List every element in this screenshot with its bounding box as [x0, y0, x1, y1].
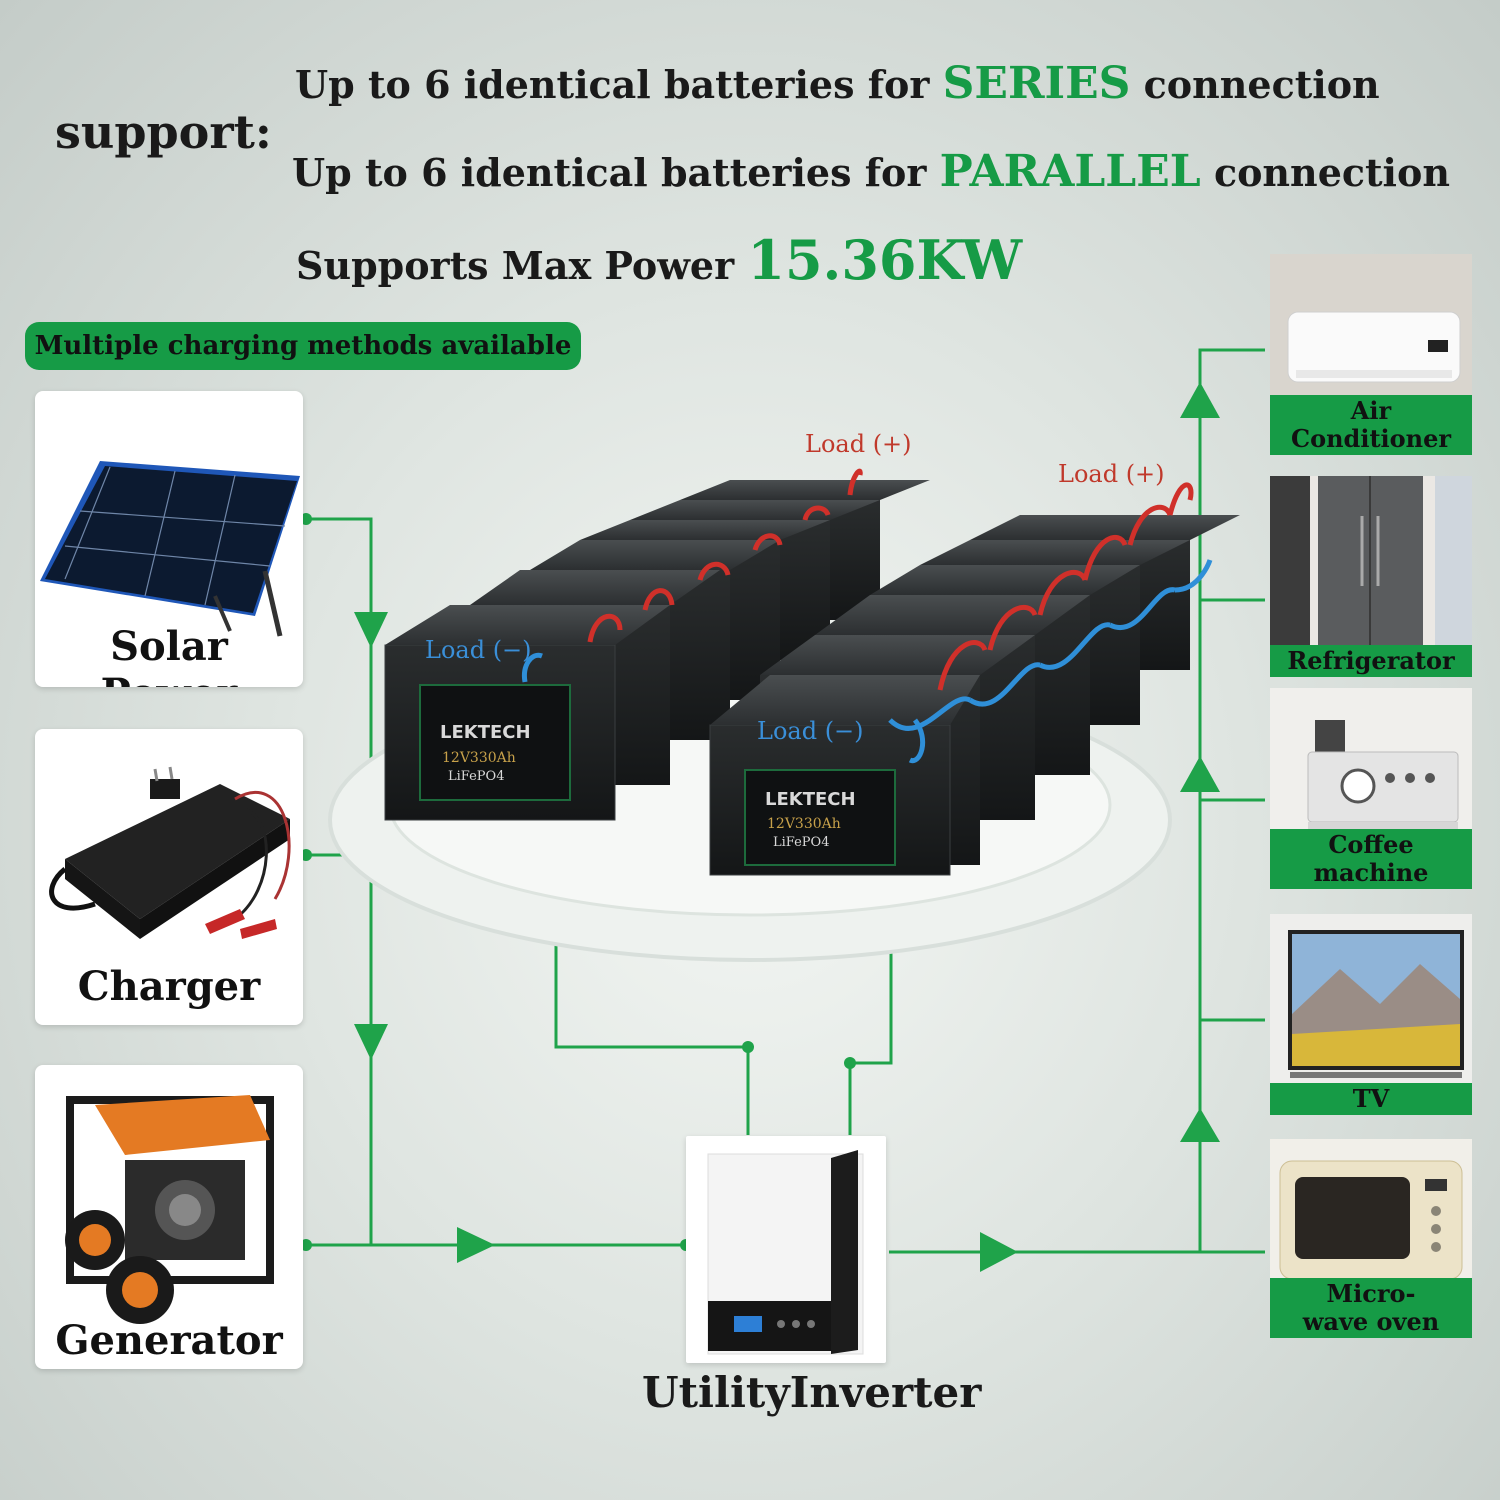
- max-power-prefix: Supports Max Power: [296, 243, 748, 288]
- right-arrow-icon: [980, 1232, 1018, 1272]
- series-load-positive-label: Load (+): [805, 430, 912, 458]
- parallel-battery-bank: LEKTECH 12V330Ah LiFePO4: [709, 482, 1240, 876]
- inverter-icon: [707, 1150, 864, 1355]
- microwave-card: Micro-wave oven: [1270, 1139, 1472, 1338]
- series-battery-brand: LEKTECH: [440, 722, 531, 743]
- down-arrow-icon: [354, 1024, 388, 1060]
- microwave-label: Micro-wave oven: [1270, 1278, 1472, 1338]
- parallel-battery-brand: LEKTECH: [765, 789, 856, 810]
- series-support-line: Up to 6 identical batteries for SERIES c…: [295, 58, 1380, 109]
- refrigerator-icon: [1270, 476, 1472, 677]
- parallel-battery-rating: 12V330Ah: [767, 816, 841, 832]
- support-label: support:: [55, 105, 272, 159]
- max-power-value: 15.36KW: [747, 228, 1023, 292]
- inverter-node-b: [844, 1057, 856, 1069]
- refrigerator-card: Refrigerator: [1270, 476, 1472, 677]
- right-arrow-icon: [457, 1227, 495, 1263]
- solar-power-label: Solar Power: [101, 623, 238, 687]
- inverter-node-a: [742, 1041, 754, 1053]
- refrigerator-label: Refrigerator: [1270, 645, 1472, 677]
- series-prefix: Up to 6 identical batteries for: [295, 62, 943, 107]
- air-conditioner-card: Air Conditioner: [1270, 254, 1472, 455]
- generator-node: [300, 1239, 312, 1251]
- up-arrow-icon: [1180, 1108, 1220, 1142]
- parallel-load-negative-label: Load (−): [757, 717, 864, 745]
- series-to-inverter-line: [554, 847, 750, 1135]
- solar-panel-icon: [40, 461, 300, 637]
- charger-card: Charger: [35, 729, 303, 1025]
- series-suffix: connection: [1130, 62, 1380, 107]
- utility-inverter-unit: [686, 1136, 886, 1363]
- battery-bank-illustration: LEKTECH 12V330Ah LiFePO4: [328, 468, 1240, 962]
- parallel-to-inverter-line: [848, 890, 893, 1135]
- generator-label: Generator: [55, 1317, 283, 1364]
- parallel-support-line: Up to 6 identical batteries for PARALLEL…: [292, 146, 1450, 197]
- series-battery-bank: LEKTECH 12V330Ah LiFePO4: [384, 468, 930, 821]
- series-battery-rating: 12V330Ah: [442, 750, 516, 766]
- tv-label: TV: [1270, 1083, 1472, 1115]
- series-battery-chemistry: LiFePO4: [448, 769, 504, 784]
- down-arrow-icon: [354, 612, 388, 648]
- air-conditioner-label: Air Conditioner: [1270, 395, 1472, 455]
- coffee-machine-card: Coffee machine: [1270, 688, 1472, 889]
- up-arrow-icon: [1180, 382, 1220, 418]
- solar-flow-line: [306, 517, 373, 1245]
- parallel-highlight: PARALLEL: [939, 146, 1201, 197]
- air-conditioner-icon: [1270, 254, 1472, 455]
- series-highlight: SERIES: [942, 58, 1131, 109]
- tv-icon: [1270, 914, 1472, 1115]
- generator-icon: [65, 1095, 274, 1324]
- parallel-suffix: connection: [1200, 150, 1450, 195]
- series-load-negative-label: Load (−): [425, 636, 532, 664]
- parallel-prefix: Up to 6 identical batteries for: [292, 150, 940, 195]
- up-arrow-icon: [1180, 756, 1220, 792]
- max-power-line: Supports Max Power 15.36KW: [296, 228, 1022, 292]
- tv-card: TV: [1270, 914, 1472, 1115]
- parallel-battery-chemistry: LiFePO4: [773, 835, 829, 850]
- battery-charger-icon: [49, 766, 291, 939]
- utility-inverter-label: UtilityInverter: [642, 1368, 982, 1417]
- charger-node: [300, 849, 312, 861]
- solar-node: [300, 513, 312, 525]
- solar-power-card: Solar Power: [35, 391, 303, 687]
- charger-label: Charger: [77, 963, 261, 1010]
- coffee-machine-label: Coffee machine: [1270, 829, 1472, 889]
- microwave-label-line2: wave oven: [1302, 1307, 1440, 1336]
- parallel-load-positive-label: Load (+): [1058, 460, 1165, 488]
- microwave-label-line1: Micro-: [1326, 1279, 1416, 1308]
- charging-methods-badge: Multiple charging methods available: [25, 322, 581, 370]
- generator-card: Generator: [35, 1065, 303, 1369]
